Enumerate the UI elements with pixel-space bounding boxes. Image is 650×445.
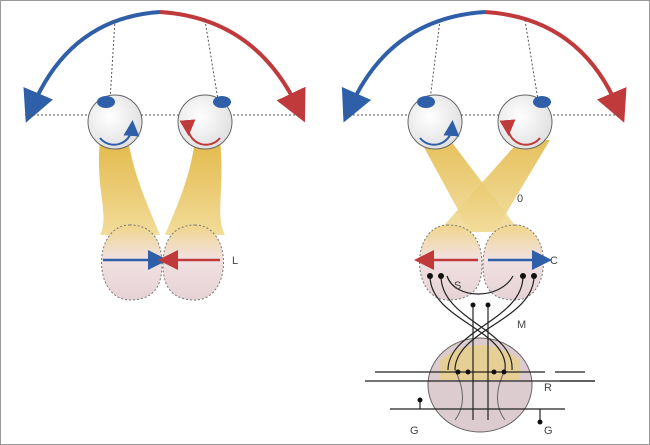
left-hemisphere <box>101 224 163 301</box>
right-optic-tract-crossing <box>438 140 550 232</box>
label-O: 0 <box>517 193 523 205</box>
left-field-arc-blue <box>23 10 161 123</box>
right-field-arc-blue <box>341 10 486 123</box>
label-G-left: G <box>410 425 419 437</box>
right-field-arc-red <box>484 10 627 123</box>
left-eye-iris <box>97 96 115 108</box>
left-field-arc-red <box>159 10 306 123</box>
left-optic-nerve <box>98 140 160 235</box>
left-panel-uncrossed: L <box>23 10 306 301</box>
label-C: C <box>550 255 558 267</box>
right-optic-nerve <box>165 140 225 235</box>
label-R: R <box>544 382 552 394</box>
right-panel-crossed: 0 C S M R G G <box>341 10 627 437</box>
left-eye <box>87 94 143 150</box>
label-S: S <box>454 280 461 292</box>
right-hemisphere <box>162 224 224 301</box>
label-G-right: G <box>544 425 553 437</box>
label-L: L <box>232 255 238 267</box>
right-eye-iris <box>213 96 231 108</box>
label-M: M <box>517 319 526 331</box>
motor-pathways <box>365 275 595 420</box>
